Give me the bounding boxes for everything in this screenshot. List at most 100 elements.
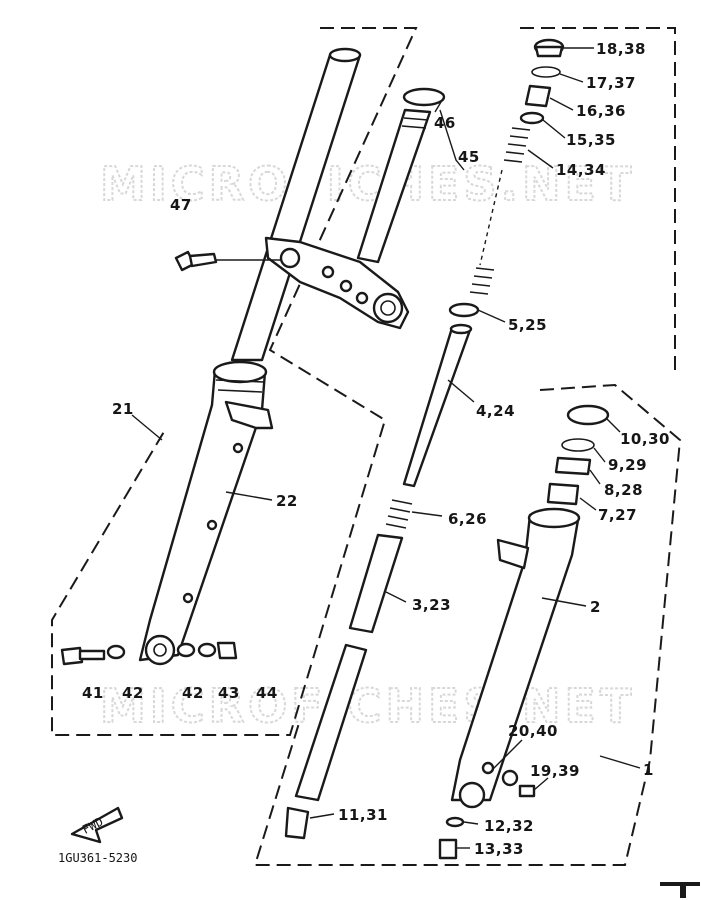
watermark-bottom: MICROFICHES.NET — [100, 679, 635, 733]
left-lower-hardware — [60, 641, 238, 666]
callout-19: 19,39 — [530, 762, 580, 780]
left-outer-tube-rings — [215, 379, 265, 393]
callout-17: 17,37 — [586, 74, 636, 92]
right-caliper-mount — [496, 538, 530, 570]
bracket-clamp-right-hole — [380, 300, 396, 316]
washer-42-left — [106, 644, 126, 660]
callout-42-left: 42 — [122, 684, 144, 702]
callout-41: 41 — [82, 684, 104, 702]
callout-43: 43 — [218, 684, 240, 702]
left-caliper-mount — [224, 400, 274, 430]
leader-5 — [477, 309, 506, 323]
callout-20: 20,40 — [508, 722, 558, 740]
callout-labels: 18,38 17,37 16,36 15,35 14,34 46 45 47 5… — [82, 40, 670, 858]
damper-rod-head — [449, 323, 473, 335]
bolt-47-shank — [188, 252, 218, 268]
stem-thread — [401, 117, 429, 129]
leader-1 — [599, 755, 641, 769]
watermark-top: MICROFICHES.NET — [100, 157, 635, 211]
bracket-clamp-left — [279, 247, 301, 269]
right-axle-boss — [458, 781, 486, 809]
leader-4 — [447, 379, 475, 403]
leader-20 — [491, 739, 523, 771]
spacer-16 — [524, 84, 552, 108]
piston-ring-5 — [448, 302, 480, 318]
bracket-bolt-3 — [355, 291, 369, 305]
callout-2: 2 — [590, 598, 601, 616]
washer-19 — [501, 769, 519, 787]
leader-8 — [589, 469, 601, 485]
circlip-9 — [561, 438, 595, 452]
leader-2 — [541, 597, 587, 607]
outline-right-fork-assembly — [253, 383, 682, 866]
leader-17 — [559, 73, 584, 83]
leader-6 — [411, 511, 443, 517]
rebound-spring — [385, 499, 413, 529]
left-fork-assembly — [138, 47, 362, 666]
right-fork-assembly — [438, 404, 610, 860]
leader-21 — [131, 414, 163, 441]
callout-15: 15,35 — [566, 131, 616, 149]
oil-lock-piece — [348, 533, 404, 634]
left-lug-3 — [182, 592, 194, 604]
washer-12 — [445, 816, 465, 828]
left-outer-tube-seal — [212, 360, 268, 384]
fork-spring-upper — [503, 127, 531, 163]
left-axle-hole — [153, 643, 167, 657]
leader-7 — [579, 497, 597, 511]
callout-44: 44 — [256, 684, 278, 702]
steering-stem — [356, 108, 432, 264]
leader-3 — [385, 591, 407, 603]
callout-5: 5,25 — [508, 316, 547, 334]
leader-19 — [533, 777, 549, 791]
callout-8: 8,28 — [604, 481, 643, 499]
diagram-code: 1GU361-5230 — [58, 851, 137, 865]
callout-18: 18,38 — [596, 40, 646, 58]
callout-6: 6,26 — [448, 510, 487, 528]
fork-spring-guide — [479, 169, 503, 266]
outline-left-tube-assembly — [51, 27, 418, 736]
callout-42-right: 42 — [182, 684, 204, 702]
inner-tube-lower — [294, 643, 368, 802]
bracket-bolt-2 — [339, 279, 353, 293]
callout-22: 22 — [276, 492, 298, 510]
callout-46: 46 — [434, 114, 456, 132]
oil-lock-11 — [284, 806, 310, 840]
callout-7: 7,27 — [598, 506, 637, 524]
bolt-41-shank — [78, 649, 106, 661]
left-inner-tube-top — [328, 47, 362, 63]
callout-11: 11,31 — [338, 806, 388, 824]
washer-42-right — [176, 642, 196, 658]
callout-3: 3,23 — [412, 596, 451, 614]
outline-right-center-group — [520, 27, 676, 370]
callout-9: 9,29 — [608, 456, 647, 474]
leader-12 — [463, 821, 479, 825]
bolt-19 — [518, 784, 536, 798]
bolt-13 — [438, 838, 458, 860]
bolt-47 — [174, 250, 282, 272]
callout-12: 12,32 — [484, 817, 534, 835]
right-outer-tube-top — [527, 507, 581, 529]
callout-4: 4,24 — [476, 402, 515, 420]
callout-10: 10,30 — [620, 430, 670, 448]
leader-45 — [439, 109, 465, 171]
center-parts — [284, 38, 565, 840]
washer-43 — [197, 642, 217, 658]
bracket-bolt-1 — [321, 265, 335, 279]
bracket-clamp-right — [372, 292, 404, 324]
oil-seal-8 — [554, 456, 592, 476]
leader-46 — [434, 96, 445, 113]
leader-14 — [527, 149, 554, 169]
nut-44 — [216, 641, 238, 660]
steering-stem-assembly — [264, 87, 446, 330]
left-axle-boss — [144, 634, 176, 666]
leader-9 — [593, 447, 606, 463]
callout-14: 14,34 — [556, 161, 606, 179]
left-lug-2 — [206, 519, 218, 531]
damper-rod — [402, 326, 472, 488]
leader-22 — [225, 491, 273, 501]
callout-45: 45 — [458, 148, 480, 166]
fwd-arrow-icon: FWD — [70, 806, 124, 844]
washer-15 — [519, 111, 545, 125]
